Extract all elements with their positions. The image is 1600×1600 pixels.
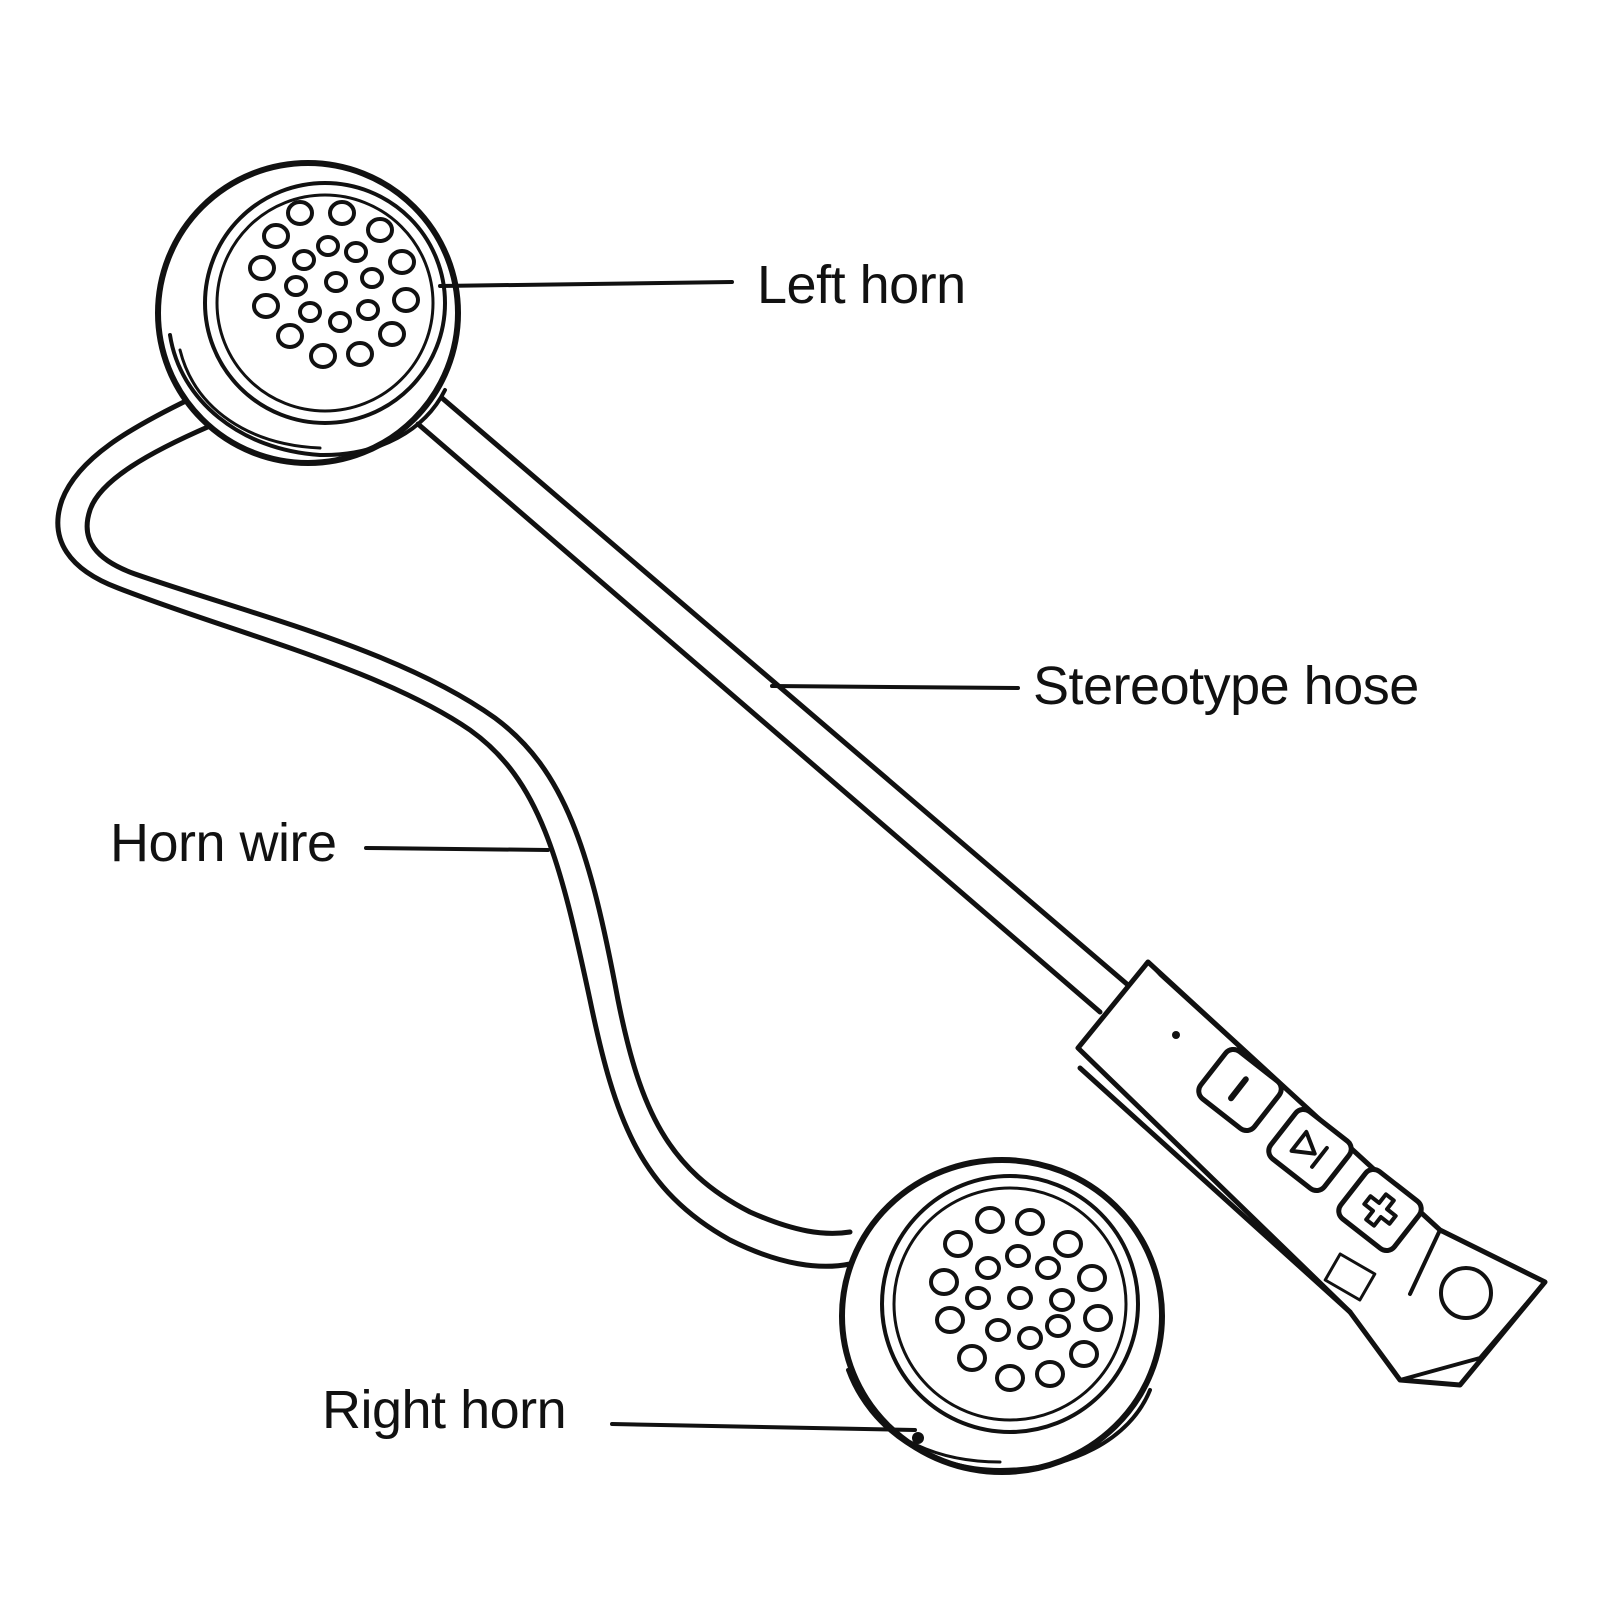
minus-button[interactable] [1195, 1045, 1286, 1134]
horn-wire [55, 395, 853, 1269]
leader-left-horn [438, 280, 734, 288]
label-stereotype-hose: Stereotype hose [1033, 656, 1419, 716]
left-horn-speaker [155, 160, 461, 466]
label-horn-wire: Horn wire [110, 813, 337, 873]
left-horn-grille [248, 200, 420, 369]
leader-right-horn [610, 1422, 917, 1432]
play-pause-button[interactable] [1265, 1105, 1356, 1194]
right-horn-speaker [839, 1157, 1165, 1475]
leader-lines [364, 280, 1020, 1432]
plus-button[interactable] [1335, 1165, 1426, 1254]
stereotype-hose [415, 395, 1131, 1015]
play-pause-icon [1289, 1129, 1329, 1169]
minus-icon [1228, 1076, 1249, 1102]
label-right-horn: Right horn [322, 1380, 567, 1440]
label-left-horn: Left horn [757, 255, 966, 315]
leader-horn-wire [364, 846, 550, 852]
leader-stereotype-hose [770, 684, 1020, 690]
right-horn-grille [929, 1206, 1113, 1392]
plus-icon [1362, 1192, 1398, 1228]
